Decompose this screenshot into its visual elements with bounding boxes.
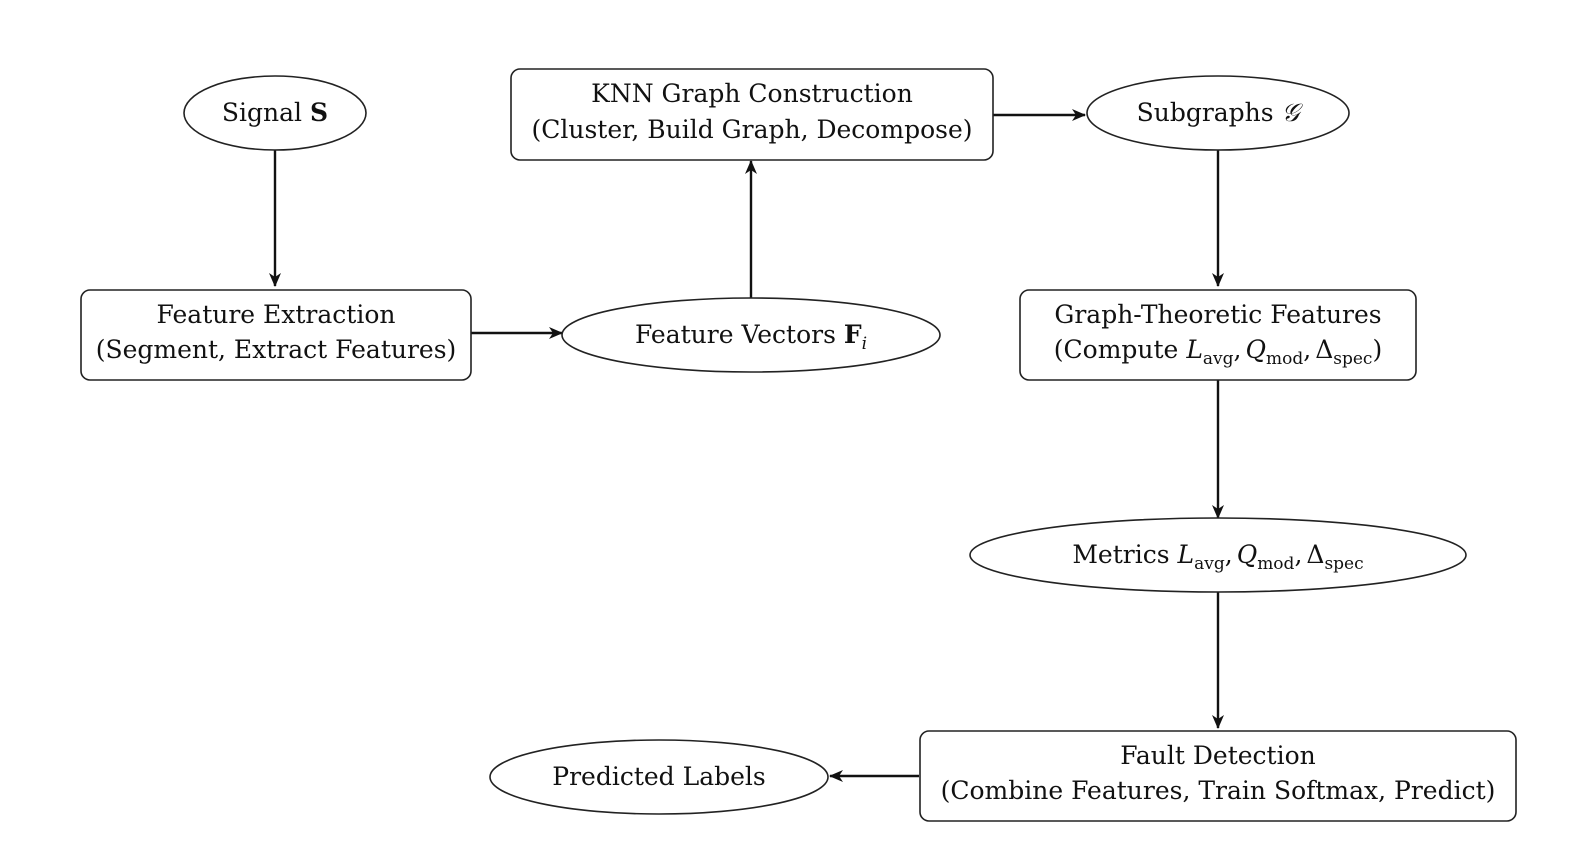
node-feature-extraction: Feature Extraction (Segment, Extract Fea… — [80, 289, 472, 381]
node-predicted-labels: Predicted Labels — [489, 739, 829, 815]
node-feature-vectors-shape — [561, 297, 941, 373]
node-knn-graph-subtitle: (Cluster, Build Graph, Decompose) — [531, 115, 972, 144]
node-signal-label: Signal S — [222, 98, 328, 127]
node-feature-extraction-subtitle: (Segment, Extract Features) — [96, 335, 457, 364]
node-knn-graph-title: KNN Graph Construction — [591, 79, 913, 108]
node-fault-detection-title: Fault Detection — [1120, 741, 1316, 770]
node-feature-vectors-label: Feature Vectors Fi — [635, 320, 867, 354]
node-metrics-shape — [969, 517, 1467, 593]
edges — [269, 109, 1224, 782]
node-feature-vectors: Feature Vectors Fi — [561, 297, 941, 373]
node-predicted-labels-label: Predicted Labels — [552, 762, 766, 791]
node-fault-detection-shape — [919, 730, 1517, 822]
node-graph-features-subtitle: (Compute Lavg,Qmod,Δspec) — [1054, 335, 1382, 369]
node-subgraphs: Subgraphs 𝒢 — [1086, 75, 1350, 151]
node-signal: Signal S — [183, 75, 367, 151]
node-subgraphs-shape — [1086, 75, 1350, 151]
node-predicted-labels-shape — [489, 739, 829, 815]
node-subgraphs-label: Subgraphs 𝒢 — [1137, 98, 1304, 127]
node-signal-shape — [183, 75, 367, 151]
node-graph-features-title: Graph-Theoretic Features — [1054, 300, 1381, 329]
node-fault-detection: Fault Detection (Combine Features, Train… — [919, 730, 1517, 822]
node-metrics-label: Metrics Lavg,Qmod,Δspec — [1072, 540, 1363, 574]
node-feature-extraction-title: Feature Extraction — [157, 300, 396, 329]
node-knn-graph-shape — [510, 68, 994, 161]
node-metrics: Metrics Lavg,Qmod,Δspec — [969, 517, 1467, 593]
node-graph-features-shape — [1019, 289, 1417, 381]
node-feature-extraction-shape — [80, 289, 472, 381]
node-fault-detection-subtitle: (Combine Features, Train Softmax, Predic… — [941, 776, 1496, 805]
node-graph-features: Graph-Theoretic Features (Compute Lavg,Q… — [1019, 289, 1417, 381]
node-knn-graph: KNN Graph Construction (Cluster, Build G… — [510, 68, 994, 161]
